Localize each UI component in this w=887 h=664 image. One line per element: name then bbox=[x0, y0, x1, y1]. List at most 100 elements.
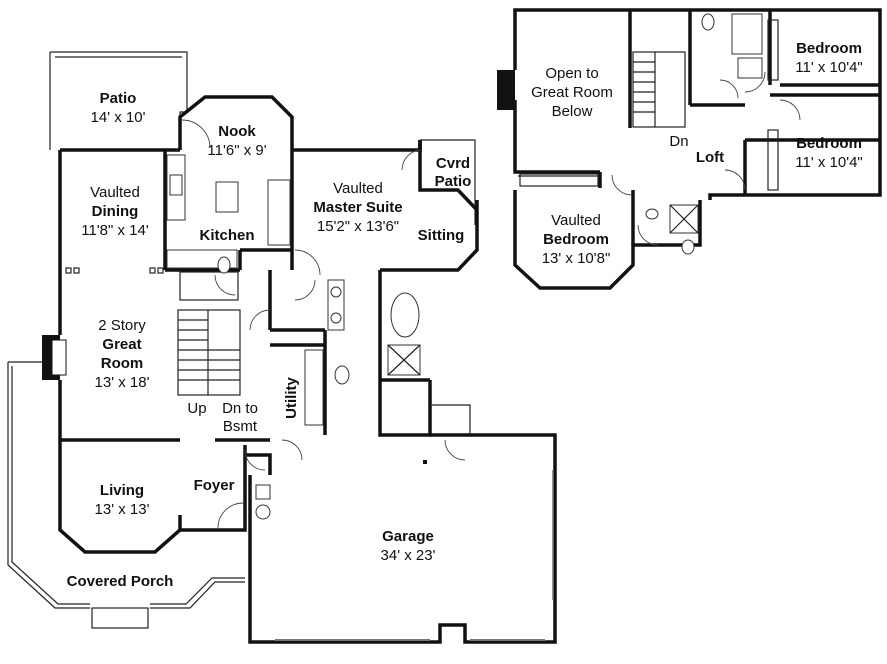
foyer-walls bbox=[180, 445, 272, 532]
vanity-sink-2 bbox=[330, 312, 342, 324]
door-swing-utility bbox=[281, 439, 303, 461]
garage-size: 34' x 23' bbox=[381, 547, 436, 564]
upper-toilet bbox=[701, 13, 715, 31]
covered-porch-name: Covered Porch bbox=[67, 573, 174, 590]
column-2 bbox=[73, 267, 80, 274]
porch-steps bbox=[91, 607, 149, 629]
master-tub bbox=[390, 292, 420, 338]
master-size: 15'2" x 13'6" bbox=[317, 218, 399, 235]
bedroom2-name: Bedroom bbox=[796, 135, 862, 152]
bed3-sink bbox=[645, 208, 659, 220]
upper-door-swing-4 bbox=[724, 169, 746, 191]
upper-interior-walls bbox=[598, 10, 880, 245]
door-swing-bath bbox=[249, 309, 271, 331]
patio-name: Patio bbox=[100, 90, 137, 107]
fireplace-chimney-upper bbox=[497, 70, 515, 110]
interior-walls bbox=[60, 150, 432, 442]
garage-name: Garage bbox=[382, 528, 434, 545]
open-to-line3: Below bbox=[552, 103, 593, 120]
column-3 bbox=[149, 267, 156, 274]
upper-floor: Open to Great Room Below Dn Loft Bedroom… bbox=[497, 8, 882, 290]
bedroom1-size: 11' x 10'4" bbox=[795, 59, 863, 76]
bedroom1-name: Bedroom bbox=[796, 40, 862, 57]
door-swing-powder bbox=[214, 274, 236, 296]
upper-door-swing-2 bbox=[779, 99, 801, 121]
loft-name: Loft bbox=[696, 149, 724, 166]
upper-vanity bbox=[737, 57, 763, 79]
powder-room bbox=[179, 271, 239, 301]
bed3-toilet bbox=[681, 239, 695, 255]
main-floor: Patio 14' x 10' Nook 11'6" x 9' Vaulted … bbox=[7, 51, 557, 644]
sitting-bay-wall bbox=[418, 140, 479, 212]
water-heater bbox=[255, 504, 271, 520]
bed3-closet bbox=[519, 173, 599, 187]
shower-x2 bbox=[387, 344, 421, 376]
great-room-name1: Great bbox=[102, 336, 141, 353]
garage-walls bbox=[248, 433, 557, 644]
master-toilet bbox=[334, 365, 350, 385]
bedroom3-size: 13' x 10'8" bbox=[542, 250, 611, 267]
utility-machines bbox=[304, 349, 324, 426]
door-swing-cvrd bbox=[401, 149, 421, 171]
nook-name: Nook bbox=[218, 123, 256, 140]
door-swing-foyer bbox=[217, 502, 244, 529]
upper-door-swing-5 bbox=[719, 79, 739, 99]
garage-step bbox=[255, 484, 271, 500]
bed-closet-1 bbox=[767, 19, 779, 81]
nook-bay-walls bbox=[178, 95, 294, 150]
powder-toilet bbox=[217, 256, 231, 274]
upper-door-swing-6 bbox=[637, 224, 659, 246]
master-name: Master Suite bbox=[313, 199, 402, 216]
patio-size: 14' x 10' bbox=[91, 109, 146, 126]
cvrd-patio-line1: Cvrd bbox=[436, 155, 470, 172]
column-4 bbox=[157, 267, 164, 274]
upper-door-swing-1 bbox=[744, 71, 766, 93]
upper-dn-label: Dn bbox=[669, 133, 688, 150]
master-prefix: Vaulted bbox=[333, 180, 383, 197]
utility-name: Utility bbox=[283, 377, 300, 419]
kitchen-counter-right bbox=[267, 179, 291, 246]
covered-porch-outline bbox=[7, 361, 245, 609]
stairs-dn2: Bsmt bbox=[223, 418, 258, 435]
foyer-name: Foyer bbox=[194, 477, 235, 494]
kitchen-sink bbox=[169, 174, 183, 196]
nook-size: 11'6" x 9' bbox=[207, 142, 266, 159]
bed-closet-2 bbox=[767, 129, 779, 191]
door-swing-closet bbox=[294, 279, 316, 301]
stairs-dn1: Dn to bbox=[222, 400, 258, 417]
door-swing-garage-side bbox=[444, 439, 466, 461]
living-name: Living bbox=[100, 482, 144, 499]
bedroom2-size: 11' x 10'4" bbox=[795, 154, 863, 171]
kitchen-name: Kitchen bbox=[199, 227, 254, 244]
cvrd-patio-line2: Patio bbox=[435, 173, 472, 190]
bedroom3-name: Bedroom bbox=[543, 231, 609, 248]
upper-stairs bbox=[632, 51, 686, 128]
great-room-name2: Room bbox=[101, 355, 144, 372]
garage-post bbox=[423, 460, 427, 464]
cvrd-patio-outline bbox=[420, 139, 476, 225]
kitchen-island bbox=[215, 181, 239, 213]
stairs-up: Up bbox=[187, 400, 206, 417]
main-stairs bbox=[177, 309, 241, 396]
fireplace-hearth bbox=[51, 339, 67, 376]
bedroom3-prefix: Vaulted bbox=[551, 212, 601, 229]
garage-step-box bbox=[430, 404, 471, 435]
open-to-line2: Great Room bbox=[531, 84, 613, 101]
living-size: 13' x 13' bbox=[95, 501, 150, 518]
column-1 bbox=[65, 267, 72, 274]
sitting-name: Sitting bbox=[418, 227, 465, 244]
bed3-shower-x2 bbox=[669, 204, 699, 234]
great-room-size: 13' x 18' bbox=[95, 374, 150, 391]
vanity-sink-1 bbox=[330, 286, 342, 298]
open-to-line1: Open to bbox=[545, 65, 598, 82]
door-swing-garage bbox=[244, 449, 266, 471]
great-room-prefix: 2 Story bbox=[98, 317, 146, 334]
upper-tub bbox=[731, 13, 763, 55]
dining-name: Dining bbox=[92, 203, 139, 220]
door-swing-master bbox=[294, 249, 321, 276]
upper-door-swing-3 bbox=[611, 174, 633, 196]
door-swing-nook bbox=[181, 119, 211, 149]
dining-prefix: Vaulted bbox=[90, 184, 140, 201]
dining-size: 11'8" x 14' bbox=[81, 222, 149, 239]
